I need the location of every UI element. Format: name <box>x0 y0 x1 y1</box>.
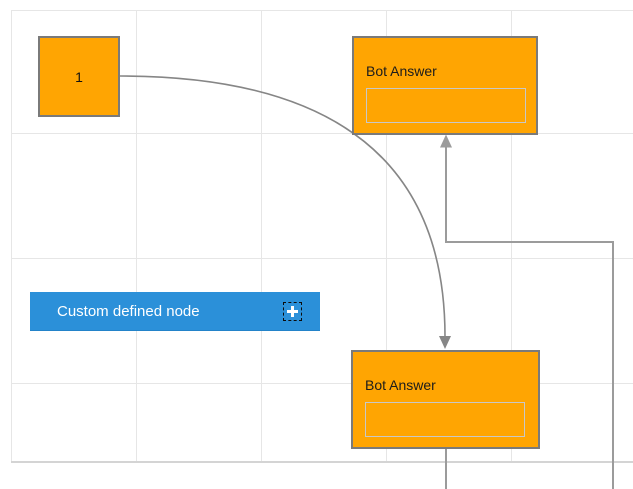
bot-answer-title: Bot Answer <box>365 377 436 393</box>
connector-curved[interactable] <box>119 75 451 349</box>
bot-answer-node-top[interactable]: Bot Answer <box>352 36 538 135</box>
connector-orthogonal[interactable] <box>440 134 614 489</box>
bot-answer-text-field[interactable] <box>365 402 525 437</box>
page-bottom-border <box>11 461 633 463</box>
grid-line <box>11 383 633 384</box>
start-node-label: 1 <box>75 68 83 85</box>
grid-line <box>261 10 262 463</box>
grid-line <box>386 10 387 463</box>
custom-defined-node[interactable]: Custom defined node <box>30 292 320 331</box>
grid-line <box>11 133 633 134</box>
grid-line <box>11 258 633 259</box>
custom-defined-node-label: Custom defined node <box>57 302 200 320</box>
add-node-button[interactable] <box>283 302 302 321</box>
grid-line <box>511 10 512 463</box>
grid-line <box>11 10 12 463</box>
plus-icon <box>291 306 294 317</box>
bot-answer-node-bottom[interactable]: Bot Answer <box>351 350 540 449</box>
grid-line <box>11 10 633 11</box>
bot-answer-title: Bot Answer <box>366 63 437 79</box>
bot-answer-text-field[interactable] <box>366 88 526 123</box>
arrowhead-up-icon <box>440 134 452 148</box>
arrowhead-down-icon <box>439 336 451 349</box>
start-node[interactable]: 1 <box>38 36 120 117</box>
grid-line <box>136 10 137 463</box>
